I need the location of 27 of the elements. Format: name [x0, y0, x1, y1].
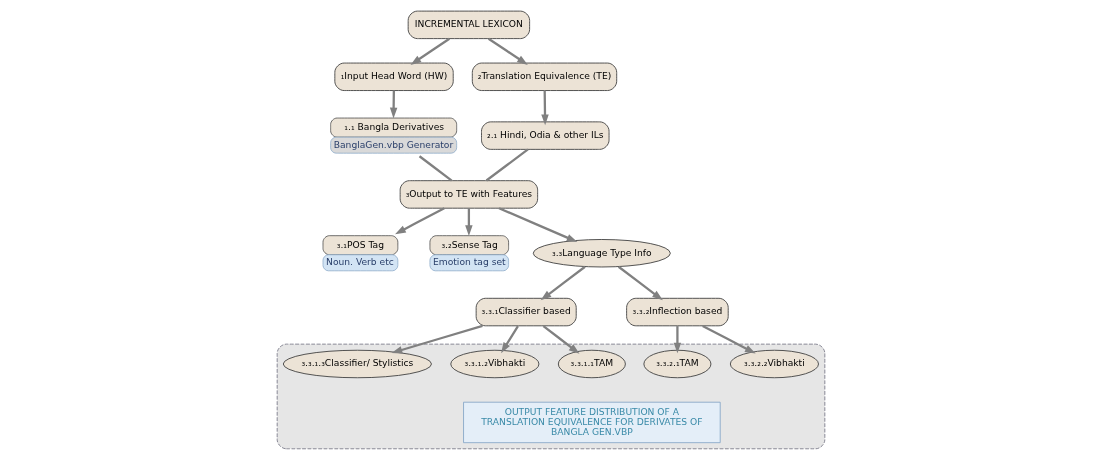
node-box: INCREMENTAL LEXICON	[407, 10, 531, 40]
node-ellipse: ₃.₃.₁.₁TAM	[557, 349, 626, 379]
arrow	[540, 265, 586, 301]
node-box: ₂Translation Equivalence (TE)	[471, 62, 618, 91]
node-ellipse: ₃.₃Language Type Info	[532, 239, 671, 268]
node-ellipse: ₃.₃.₂.₂Vibhakti	[729, 349, 819, 379]
arrow	[395, 207, 445, 235]
arrow	[673, 326, 682, 354]
node-box: ₃.₃.₁Classifier based	[475, 297, 577, 327]
node-box: ₁Input Head Word (HW)	[334, 62, 454, 91]
node-box: ₂.₁ Hindi, Odia & other ILs	[481, 121, 610, 150]
node-ellipse: ₃.₃.₁.₃Classifier/ Stylistics	[282, 349, 432, 379]
node-box: ₃.₃.₂Inflection based	[626, 297, 729, 327]
arrow	[498, 207, 578, 242]
node-box: ₃Output to TE with Features	[399, 180, 539, 209]
arrow	[501, 325, 519, 354]
node-ellipse: ₃.₃.₂.₁TAM	[643, 349, 712, 379]
arrow	[617, 265, 663, 301]
arrow	[391, 324, 483, 354]
arrow	[542, 325, 580, 354]
connector	[418, 155, 453, 182]
arrow	[465, 208, 473, 237]
arrow	[389, 90, 398, 119]
node-ellipse: ₃.₃.₁.₂Vibhakti	[450, 349, 540, 379]
node-box: OUTPUT FEATURE DISTRIBUTION OF A TRANSLATION EQUIVALENCE FOR DERIVATES OF BANGLA GEN.VBP	[463, 401, 721, 444]
connector	[485, 148, 529, 182]
arrow	[541, 90, 549, 126]
